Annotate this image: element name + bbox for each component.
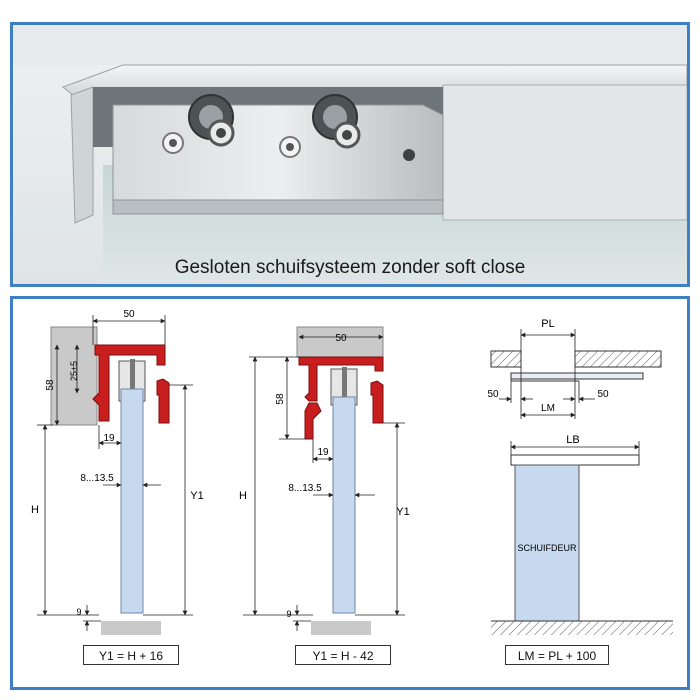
rail-profile-lip xyxy=(370,380,384,424)
formula-diagram-3: LM = PL + 100 xyxy=(505,645,609,665)
sliding-system-photo xyxy=(13,25,687,284)
floor xyxy=(491,621,673,635)
dim-floor: 9 xyxy=(76,607,81,617)
glass-door xyxy=(332,396,356,614)
dim-width: 50 xyxy=(123,309,135,320)
formula-diagram-2: Y1 = H - 42 xyxy=(295,645,391,665)
diagram-3-opening-plan: PL 50 50 LM LB xyxy=(487,318,673,635)
dim-y1: Y1 xyxy=(190,490,203,502)
dim-height: 58 xyxy=(45,379,56,391)
door-label: SCHUIFDEUR xyxy=(517,543,577,553)
ceiling-block xyxy=(296,326,384,358)
dim-h: H xyxy=(31,504,39,516)
dim-right: 50 xyxy=(597,389,609,400)
dim-lb: LB xyxy=(566,434,579,446)
wall-left xyxy=(490,350,522,368)
dim-width: 50 xyxy=(335,333,347,344)
technical-drawings: 50 58 25±5 19 8...13.5 H xyxy=(31,309,673,635)
formula-diagram-1: Y1 = H + 16 xyxy=(83,645,179,665)
rail-plan xyxy=(510,372,644,380)
dim-pl: PL xyxy=(541,318,554,330)
wall-right xyxy=(574,350,662,368)
dim-gap: 19 xyxy=(317,447,329,458)
floor-block xyxy=(311,621,371,635)
bolt xyxy=(130,359,135,393)
photo-caption: Gesloten schuifsysteem zonder soft close xyxy=(174,257,526,278)
bolt xyxy=(342,367,347,401)
dim-h: H xyxy=(239,490,247,502)
dim-y1: Y1 xyxy=(396,506,409,518)
floor-block xyxy=(101,621,161,635)
dim-floor: 9 xyxy=(286,609,291,619)
dim-height: 58 xyxy=(275,393,286,405)
glass-door xyxy=(120,388,144,614)
product-photo-panel: Gesloten schuifsysteem zonder soft close xyxy=(10,22,690,287)
dim-offset: 25±5 xyxy=(69,361,79,381)
dim-thickness: 8...13.5 xyxy=(288,483,322,494)
diagram-1-closed-system: 50 58 25±5 19 8...13.5 H xyxy=(31,309,204,635)
technical-drawing-panel: 50 58 25±5 19 8...13.5 H xyxy=(10,296,690,690)
rail-profile xyxy=(92,344,166,422)
diagram-2-ceiling-mount: 50 58 19 8...13.5 H xyxy=(239,326,410,635)
dim-lm: LM xyxy=(541,403,555,414)
rail-profile-foot xyxy=(304,402,322,440)
rail-profile-lip xyxy=(156,378,170,424)
dim-gap: 19 xyxy=(103,433,115,444)
dim-thickness: 8...13.5 xyxy=(80,473,114,484)
rail-elevation xyxy=(510,454,640,466)
dim-left: 50 xyxy=(487,389,499,400)
rail-profile xyxy=(298,356,384,402)
sliding-door xyxy=(514,464,580,622)
